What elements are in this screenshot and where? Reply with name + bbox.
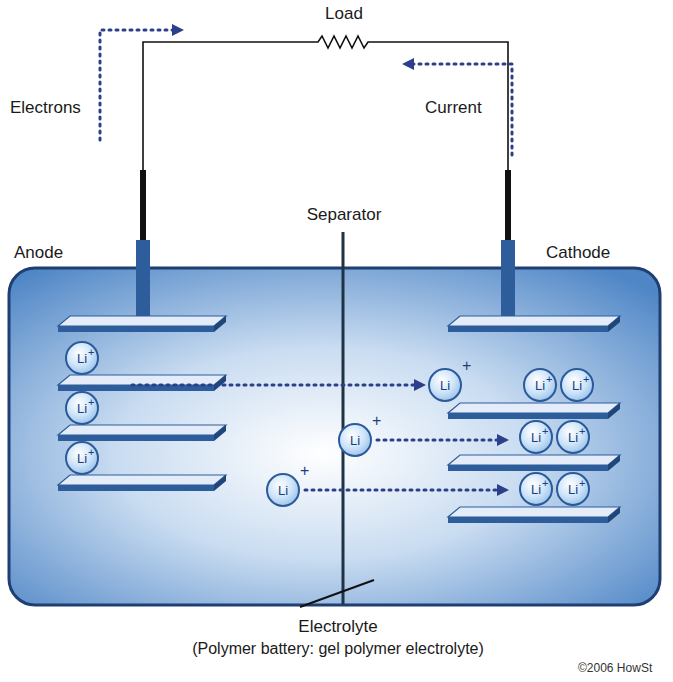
ion-charge: + <box>88 447 94 458</box>
lithium-ion: Li+ <box>519 472 553 506</box>
ion-charge: + <box>579 426 585 437</box>
cathode-terminal <box>505 170 511 242</box>
current-arrow <box>408 64 512 155</box>
plate-top <box>448 316 620 326</box>
ion-charge: + <box>462 358 471 374</box>
ion-charge: + <box>88 397 94 408</box>
plate-side <box>608 316 620 332</box>
ion-charge: + <box>583 374 589 385</box>
ion-symbol: Li <box>440 379 450 392</box>
part-label: Electrons <box>10 98 81 118</box>
plate-top <box>448 507 620 517</box>
plate-top <box>58 375 226 385</box>
plate-side <box>608 403 620 419</box>
plate-side <box>608 507 620 523</box>
ion-symbol: Li <box>535 379 545 392</box>
plate-edge <box>448 413 608 419</box>
electrode-plate <box>58 475 226 491</box>
electron-arrow <box>100 30 178 140</box>
ion-charge: + <box>300 463 309 479</box>
ion-symbol: Li <box>568 483 578 496</box>
ion-symbol: Li <box>568 431 578 444</box>
electrode-plate <box>448 403 620 419</box>
anode-post <box>136 240 150 320</box>
lithium-ion: Li+ <box>556 472 590 506</box>
plate-side <box>214 475 226 491</box>
lithium-ion: Li+ <box>65 391 99 425</box>
ion-symbol: Li <box>350 434 360 447</box>
electrode-plate <box>448 455 620 471</box>
plate-top <box>58 475 226 485</box>
plate-edge <box>448 517 608 523</box>
lithium-ion: Li+ <box>428 368 462 402</box>
ion-symbol: Li <box>77 352 87 365</box>
part-label: Anode <box>14 243 63 263</box>
lithium-ion: Li+ <box>556 420 590 454</box>
ion-charge: + <box>542 478 548 489</box>
plate-edge <box>58 485 214 491</box>
plate-side <box>214 316 226 332</box>
copyright-note: ©2006 HowSt <box>578 662 652 676</box>
plate-top <box>448 455 620 465</box>
electrode-plate <box>58 316 226 332</box>
part-label: Electrolyte <box>298 617 377 637</box>
plate-edge <box>58 326 214 332</box>
plate-top <box>58 425 226 435</box>
ion-charge: + <box>542 426 548 437</box>
electrode-plate <box>448 507 620 523</box>
electrode-plate <box>58 425 226 441</box>
part-label: Cathode <box>546 243 610 263</box>
electrolyte-leader <box>300 580 374 607</box>
ion-symbol: Li <box>278 484 288 497</box>
lithium-ion: Li+ <box>523 368 557 402</box>
anode-terminal <box>140 170 146 242</box>
plate-edge <box>448 326 608 332</box>
lithium-ion: Li+ <box>338 423 372 457</box>
lithium-ion: Li+ <box>65 341 99 375</box>
plate-edge <box>448 465 608 471</box>
ion-arrow <box>132 384 420 387</box>
part-label: Load <box>325 4 363 24</box>
electrode-plate <box>448 316 620 332</box>
plate-side <box>608 455 620 471</box>
ion-symbol: Li <box>77 452 87 465</box>
part-label: Current <box>425 98 482 118</box>
part-label: Separator <box>307 205 382 225</box>
flow-arrows <box>100 30 512 155</box>
lithium-ion: Li+ <box>266 473 300 507</box>
plate-side <box>214 375 226 391</box>
electrode-plate <box>58 375 226 391</box>
ion-symbol: Li <box>77 402 87 415</box>
external-wire <box>143 36 508 172</box>
lithium-ion: Li+ <box>560 368 594 402</box>
lithium-ion: Li+ <box>65 441 99 475</box>
ion-charge: + <box>546 374 552 385</box>
ion-symbol: Li <box>531 483 541 496</box>
cell-housing <box>9 268 660 605</box>
lithium-ion: Li+ <box>519 420 553 454</box>
ion-arrow <box>377 439 503 442</box>
plate-top <box>58 316 226 326</box>
electrode-plates <box>58 316 620 523</box>
ion-arrow <box>305 489 503 492</box>
cathode-post <box>501 240 515 320</box>
part-label: (Polymer battery: gel polymer electrolyt… <box>192 640 484 658</box>
ion-symbol: Li <box>572 379 582 392</box>
plate-top <box>448 403 620 413</box>
plate-side <box>214 425 226 441</box>
ion-charge: + <box>372 413 381 429</box>
ion-charge: + <box>579 478 585 489</box>
ion-charge: + <box>88 347 94 358</box>
separator-line <box>342 232 345 604</box>
ion-symbol: Li <box>531 431 541 444</box>
